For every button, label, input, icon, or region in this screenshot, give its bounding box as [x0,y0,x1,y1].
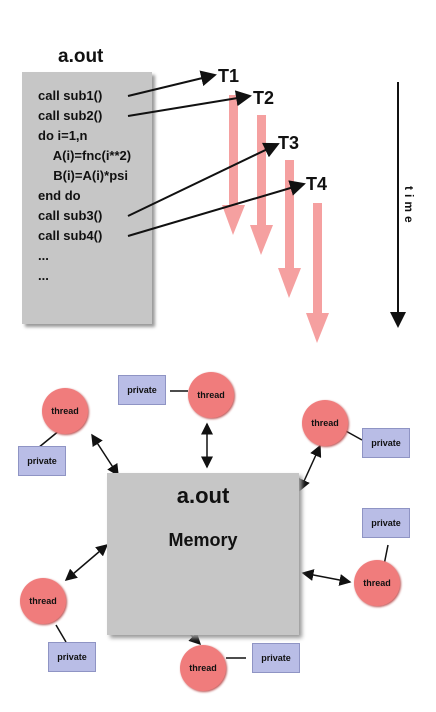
code-block [22,72,152,324]
private-node: private [48,642,96,672]
private-node: private [118,375,166,405]
thread-label-t4: T4 [306,174,328,194]
code-line: call sub2() [38,108,103,123]
memory-subtitle: Memory [168,530,238,550]
private-node: private [362,508,410,538]
program-title: a.out [58,46,104,67]
thread-arrow-t1 [222,95,245,235]
private-node: private [18,446,66,476]
code-line: ... [38,268,49,283]
thread-node: thread [302,400,348,446]
thread-arrow-t3 [278,160,301,298]
private-node: private [362,428,410,458]
call-arrow-t3 [127,142,280,217]
call-arrow-t2 [127,90,252,117]
code-line: call sub1() [38,88,103,103]
thread-node: thread [354,560,400,606]
thread-node: thread [180,645,226,691]
thread-label-t3: T3 [278,133,300,153]
thread-arrow-t2 [250,115,273,255]
memory-box: a.out Memory [107,473,299,635]
thread-node: thread [42,388,88,434]
memory-title: a.out [176,483,230,508]
code-line: A(i)=fnc(i**2) [46,148,132,163]
call-arrow-t4 [127,180,306,237]
code-line: ... [38,248,49,263]
time-label: time [402,186,416,227]
code-line: call sub4() [38,228,103,243]
call-arrow-t1 [127,70,217,97]
private-node: private [252,643,300,673]
code-line: B(i)=A(i)*psi [46,168,128,183]
thread-label-t1: T1 [218,66,240,86]
thread-node: thread [188,372,234,418]
thread-node: thread [20,578,66,624]
code-line: call sub3() [38,208,103,223]
code-line: end do [38,188,81,203]
code-line: do i=1,n [38,128,88,143]
thread-label-t2: T2 [253,88,275,108]
thread-arrow-t4 [306,203,329,343]
